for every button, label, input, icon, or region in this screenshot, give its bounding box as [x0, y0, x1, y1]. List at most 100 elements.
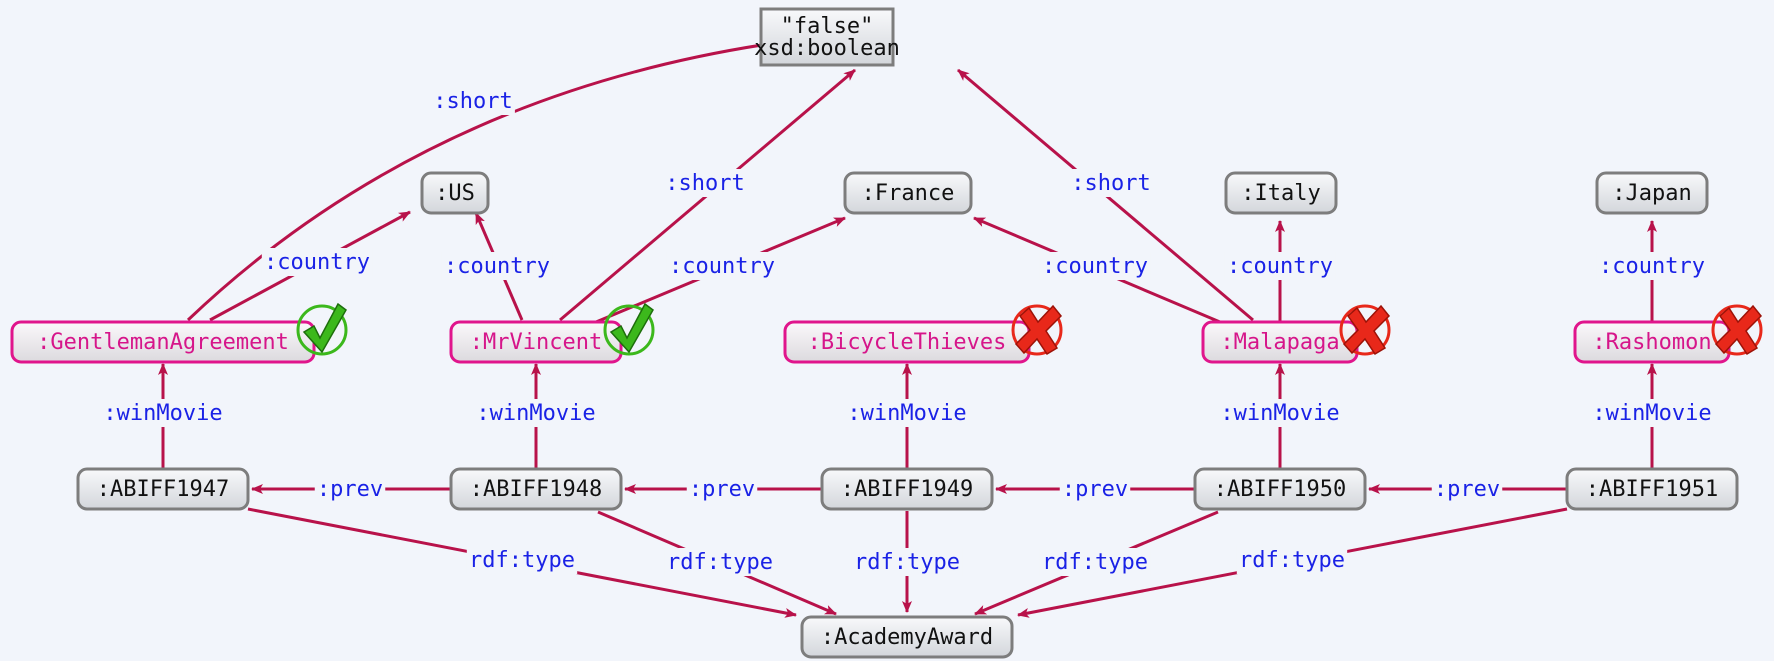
- edge-label-gentleman-us: :country: [261, 248, 373, 276]
- mark-ring: [296, 304, 348, 356]
- node-a1949[interactable]: :ABIFF1949: [820, 467, 994, 511]
- node-box: [76, 467, 250, 511]
- edge-label-text: :prev: [317, 477, 383, 502]
- edge-label-background: [845, 399, 969, 427]
- node-rashomon[interactable]: :Rashomon: [1573, 304, 1763, 364]
- edge-label-a1949-bicycle: :winMovie: [845, 399, 969, 427]
- edge-label-a1949-a1948: :prev: [686, 475, 758, 503]
- edge-label-a1948-a1947: :prev: [314, 475, 386, 503]
- node-label: :AcademyAward: [821, 625, 993, 650]
- node-gentleman[interactable]: :GentlemanAgreement: [10, 302, 348, 364]
- edge-label-background: [1039, 548, 1151, 576]
- edge-label-malapaga-france: :country: [1039, 252, 1151, 280]
- node-box: [449, 467, 623, 511]
- node-label: :ABIFF1949: [841, 477, 973, 502]
- edge-label-text: :country: [669, 254, 775, 279]
- edge-label-background: [1218, 399, 1342, 427]
- edge-label-background: [666, 252, 778, 280]
- edge-label-text: :winMovie: [476, 401, 595, 426]
- node-a1947[interactable]: :ABIFF1947: [76, 467, 250, 511]
- edge-label-a1948-award: rdf:type: [664, 548, 776, 576]
- node-box: [420, 171, 490, 215]
- node-label: "false": [781, 14, 874, 39]
- edge-label-background: [1059, 475, 1131, 503]
- edge-label-text: rdf:type: [667, 550, 773, 575]
- node-a1951[interactable]: :ABIFF1951: [1565, 467, 1739, 511]
- edge-label-background: [1596, 252, 1708, 280]
- edge-label-a1951-rashomon: :winMovie: [1590, 399, 1714, 427]
- node-label: :GentlemanAgreement: [37, 330, 289, 355]
- node-label: :US: [435, 181, 475, 206]
- mark-ring: [1339, 304, 1391, 356]
- edge-label-text: :country: [1227, 254, 1333, 279]
- node-label: :BicycleThieves: [808, 330, 1007, 355]
- node-award[interactable]: :AcademyAward: [800, 615, 1014, 659]
- node-us[interactable]: :US: [420, 171, 490, 215]
- edge-label-background: [101, 399, 225, 427]
- edge-label-background: [1039, 252, 1151, 280]
- edge-label-background: [1069, 169, 1153, 197]
- edge-label-mrvincent-false: :short: [663, 169, 747, 197]
- node-italy[interactable]: :Italy: [1224, 171, 1338, 215]
- edge-label-a1950-malapaga: :winMovie: [1218, 399, 1342, 427]
- node-box: [820, 467, 994, 511]
- edge-label-a1947-gentleman: :winMovie: [101, 399, 225, 427]
- node-box: [1595, 171, 1709, 215]
- edge-label-text: :short: [1071, 171, 1150, 196]
- node-label: :Malapaga: [1220, 330, 1339, 355]
- node-label: :MrVincent: [470, 330, 602, 355]
- node-mrvincent[interactable]: :MrVincent: [449, 302, 655, 364]
- edge-label-background: [314, 475, 386, 503]
- edge-label-a1947-award: rdf:type: [466, 546, 578, 574]
- edge-label-background: [1590, 399, 1714, 427]
- mark-ring: [1711, 304, 1763, 356]
- node-box: [800, 615, 1014, 659]
- edge-label-background: [261, 248, 373, 276]
- mark-glyph: [1014, 304, 1063, 356]
- node-malapaga[interactable]: :Malapaga: [1201, 304, 1391, 364]
- edge-label-a1950-award: rdf:type: [1039, 548, 1151, 576]
- node-france[interactable]: :France: [843, 171, 973, 215]
- edge-label-text: :winMovie: [847, 401, 966, 426]
- edge-label-text: :short: [433, 89, 512, 114]
- mark-glyph: [1714, 304, 1763, 356]
- edge-label-malapaga-false: :short: [1069, 169, 1153, 197]
- edge-label-background: [466, 546, 578, 574]
- node-label: :Japan: [1612, 181, 1691, 206]
- edge-label-text: :country: [1042, 254, 1148, 279]
- cross-icon: [1711, 304, 1763, 356]
- edge-label-a1948-mrvincent: :winMovie: [474, 399, 598, 427]
- edge-label-background: [851, 548, 963, 576]
- node-bicycle[interactable]: :BicycleThieves: [783, 304, 1063, 364]
- edge-label-background: [431, 87, 515, 115]
- edge-label-malapaga-italy: :country: [1224, 252, 1336, 280]
- node-label: :ABIFF1948: [470, 477, 602, 502]
- check-icon: [603, 302, 655, 356]
- edge-label-background: [1224, 252, 1336, 280]
- mark-ring: [1011, 304, 1063, 356]
- edge-label-text: :prev: [1062, 477, 1128, 502]
- node-a1948[interactable]: :ABIFF1948: [449, 467, 623, 511]
- node-label: :Italy: [1241, 181, 1320, 206]
- mark-glyph: [302, 302, 347, 354]
- node-japan[interactable]: :Japan: [1595, 171, 1709, 215]
- node-a1950[interactable]: :ABIFF1950: [1193, 467, 1367, 511]
- mark-glyph: [1342, 304, 1391, 356]
- node-box: [843, 171, 973, 215]
- edge-label-text: :country: [444, 254, 550, 279]
- node-box: [1565, 467, 1739, 511]
- edge-label-text: :winMovie: [1592, 401, 1711, 426]
- edge-label-background: [441, 252, 553, 280]
- edge-label-text: :country: [1599, 254, 1705, 279]
- node-false[interactable]: "false"xsd:boolean: [754, 7, 900, 67]
- edge-label-mrvincent-france: :country: [666, 252, 778, 280]
- edge-label-background: [686, 475, 758, 503]
- edge-labels-layer: :short :short :short :country :country :count…: [101, 87, 1714, 576]
- edge-label-background: [664, 548, 776, 576]
- mark-ring: [603, 304, 655, 356]
- edge-label-rashomon-japan: :country: [1596, 252, 1708, 280]
- edge-label-background: [663, 169, 747, 197]
- edge-label-text: rdf:type: [854, 550, 960, 575]
- edge-label-text: :winMovie: [103, 401, 222, 426]
